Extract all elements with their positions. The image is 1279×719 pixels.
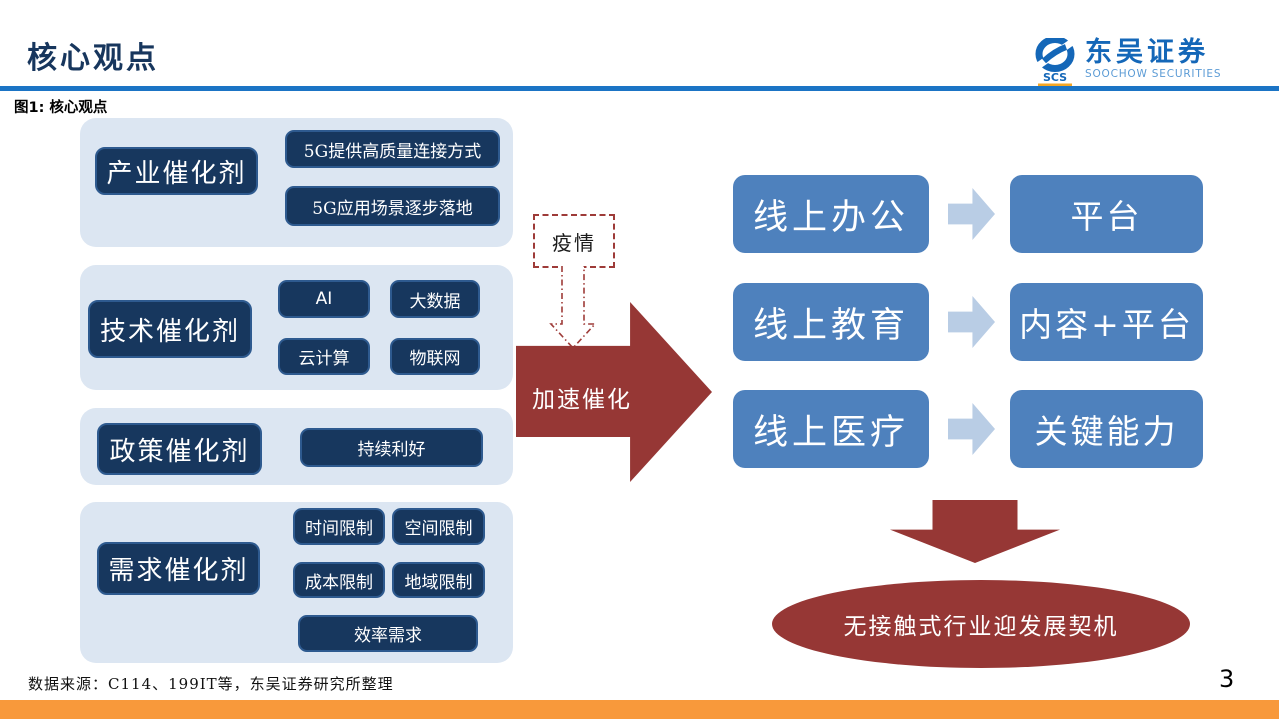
outcome-target-box: 平台	[1010, 175, 1203, 253]
outcome-arrow-icon	[948, 296, 995, 348]
accelerate-arrow-icon: 加速催化	[516, 302, 712, 482]
catalyst-item: 空间限制	[392, 508, 485, 545]
logo-en: SOOCHOW SECURITIES	[1085, 68, 1222, 80]
conclusion-down-arrow-icon	[890, 500, 1060, 563]
title-underline	[0, 86, 1279, 91]
outcome-target-box: 关键能力	[1010, 390, 1203, 468]
catalyst-label: 技术催化剂	[88, 300, 252, 358]
soochow-logo-icon: SCS	[1032, 38, 1078, 87]
outcome-target-box: 内容+平台	[1010, 283, 1203, 361]
outcome-arrow-icon	[948, 403, 995, 455]
catalyst-item: 5G应用场景逐步落地	[285, 186, 500, 226]
footer-source: 数据来源：C114、199IT等，东吴证券研究所整理	[28, 675, 394, 693]
logo-abbr: SCS	[1043, 71, 1067, 84]
catalyst-group-technology: 技术催化剂 AI 大数据 云计算 物联网	[80, 265, 513, 390]
outcome-arrow-icon	[948, 188, 995, 240]
catalyst-item: 云计算	[278, 338, 370, 375]
catalyst-item: 地域限制	[392, 562, 485, 598]
catalyst-label: 产业催化剂	[95, 147, 258, 195]
catalyst-item: 持续利好	[300, 428, 483, 467]
catalyst-item: 时间限制	[293, 508, 385, 545]
outcome-source-box: 线上医疗	[733, 390, 929, 468]
catalyst-label: 政策催化剂	[97, 423, 262, 475]
catalyst-item: 成本限制	[293, 562, 385, 598]
logo-text: 东吴证券 SOOCHOW SECURITIES	[1085, 37, 1222, 81]
catalyst-group-industry: 产业催化剂 5G提供高质量连接方式 5G应用场景逐步落地	[80, 118, 513, 247]
catalyst-item: 5G提供高质量连接方式	[285, 130, 500, 168]
page-title: 核心观点	[27, 41, 159, 76]
catalyst-group-demand: 需求催化剂 时间限制 空间限制 成本限制 地域限制 效率需求	[80, 502, 513, 663]
catalyst-item: 物联网	[390, 338, 480, 375]
soochow-logo: SCS 东吴证券 SOOCHOW SECURITIES	[1032, 38, 1221, 88]
accelerate-arrow-label: 加速催化	[532, 387, 632, 413]
catalyst-group-policy: 政策催化剂 持续利好	[80, 408, 513, 485]
logo-cn: 东吴证券	[1085, 37, 1209, 68]
page-number: 3	[1219, 665, 1235, 693]
catalyst-item: 效率需求	[298, 615, 478, 652]
footer-bar	[0, 700, 1279, 719]
catalyst-item: AI	[278, 280, 370, 318]
catalyst-label: 需求催化剂	[97, 542, 260, 595]
outcome-source-box: 线上办公	[733, 175, 929, 253]
epidemic-dashed-arrow-icon	[549, 266, 597, 350]
figure-label: 图1: 核心观点	[14, 100, 108, 116]
conclusion-ellipse: 无接触式行业迎发展契机	[772, 580, 1190, 668]
catalyst-item: 大数据	[390, 280, 480, 318]
outcome-source-box: 线上教育	[733, 283, 929, 361]
epidemic-box: 疫情	[533, 214, 615, 268]
